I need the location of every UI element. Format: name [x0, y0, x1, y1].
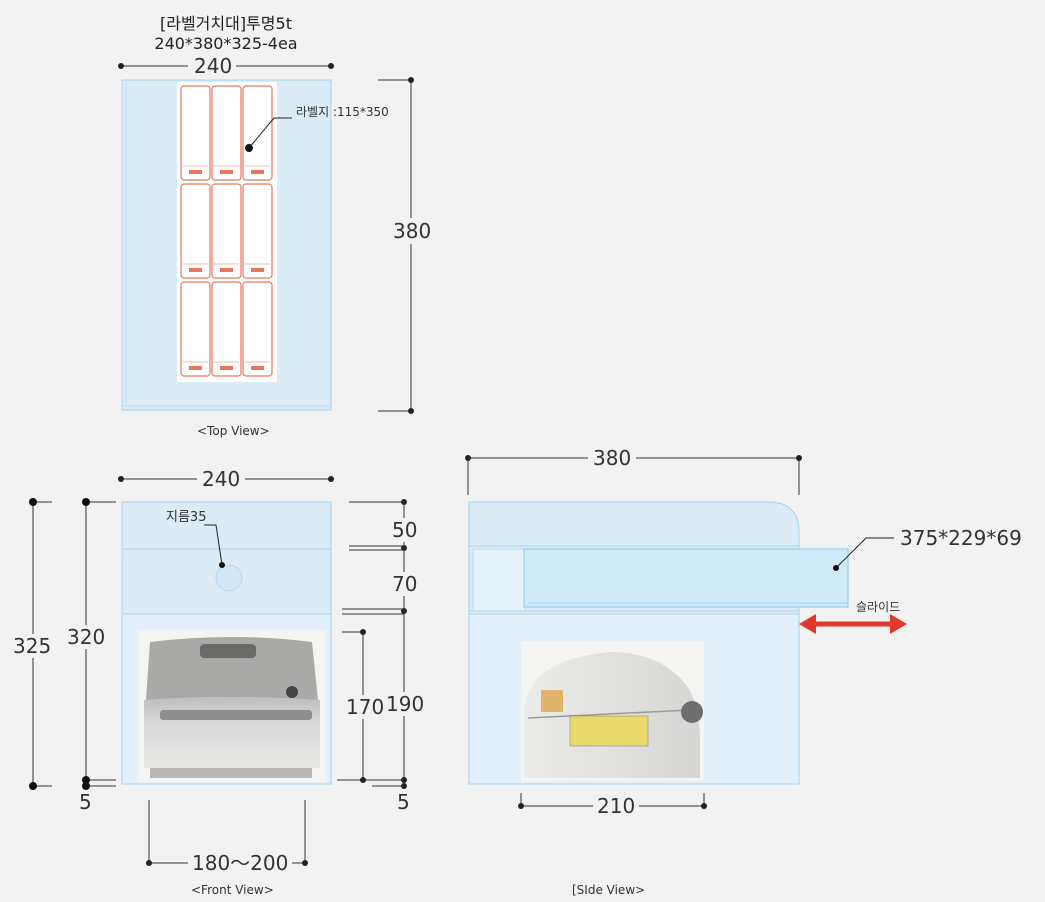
side-left-pocket	[472, 548, 526, 612]
product-title-line2: 240*380*325-4ea	[154, 34, 298, 53]
top-width-dim-dot-right	[328, 63, 334, 69]
upper-gap-label: 50	[392, 518, 418, 542]
printer-depth-dot-left	[518, 803, 524, 809]
label-cell-mark	[220, 268, 233, 272]
front-width-label: 240	[202, 467, 241, 491]
printer-side-image	[521, 641, 704, 781]
slide-tray	[523, 548, 849, 608]
hole-diameter-label: 지름35	[166, 510, 207, 525]
dim-5-left-dot	[82, 782, 90, 790]
printer-front-image	[138, 630, 326, 782]
top-height-dot-bottom	[408, 408, 414, 414]
top-height-dot-top	[408, 77, 414, 83]
inner-height-label: 320	[67, 625, 106, 649]
label-paper-leader	[248, 117, 292, 149]
dim-170-dot-bottom	[360, 777, 366, 783]
product-title: [라벨거치대]투명5t 240*380*325-4ea	[126, 14, 326, 54]
label-cell-mark	[189, 366, 202, 370]
front-view	[10, 467, 426, 875]
label-sheets	[177, 82, 277, 382]
label-cell-mark	[251, 268, 264, 272]
label-cell	[180, 281, 211, 377]
label-paper-leader-dot	[245, 144, 253, 152]
side-view	[465, 446, 907, 818]
printer-depth-label: 210	[597, 794, 636, 818]
front-hole	[215, 564, 243, 592]
dim-325-dot-top	[29, 498, 37, 506]
front-width-dot-left	[118, 476, 124, 482]
top-height-label: 380	[393, 219, 432, 243]
hole-leader	[204, 524, 223, 566]
top-width-dim-dot-left	[118, 63, 124, 69]
top-width-label: 240	[194, 54, 233, 78]
printer-width-label-bg	[188, 851, 292, 875]
dim-320-dot-bottom	[82, 776, 90, 784]
front-width-label-bg	[197, 467, 245, 491]
dim-5-right-dot	[401, 783, 407, 789]
side-view-caption: [SIde View>	[572, 883, 646, 897]
printer-width-label: 180～200	[192, 851, 289, 875]
product-title-line1: [라벨거치대]투명5t	[160, 14, 292, 33]
dim-320-label-bg	[64, 625, 110, 649]
tray-leader	[835, 537, 894, 569]
top-height-label-bg	[390, 218, 432, 244]
label-cell-mark	[251, 366, 264, 370]
label-paper-label: 라벨지 :115*350	[296, 105, 389, 119]
tray-leader-dot	[833, 565, 839, 571]
total-height-label: 325	[13, 634, 52, 658]
hole-leader-dot	[219, 562, 225, 568]
printer-depth-label-bg	[593, 794, 639, 818]
label-cell-mark	[251, 170, 264, 174]
label-cell	[180, 183, 211, 279]
bottom-left-label: 5	[79, 790, 92, 814]
dim-170-label-bg	[344, 695, 382, 719]
dim-50-label-bg	[388, 518, 422, 542]
side-depth-dot-left	[465, 455, 471, 461]
dim-190-dot-bottom	[401, 777, 407, 783]
label-cell	[211, 183, 242, 279]
middle-gap-label: 70	[392, 572, 418, 596]
label-cell	[242, 281, 273, 377]
top-view	[118, 54, 432, 414]
side-depth-dot-right	[796, 455, 802, 461]
label-cell	[242, 85, 273, 181]
label-cell	[242, 183, 273, 279]
printer-height-label: 170	[346, 695, 385, 719]
front-width-dot-right	[328, 476, 334, 482]
label-cell	[211, 85, 242, 181]
label-cell-mark	[189, 170, 202, 174]
dim-325-label-bg	[10, 634, 56, 658]
label-cell-mark	[220, 170, 233, 174]
bottom-right-label: 5	[397, 790, 410, 814]
dim-70-label-bg	[388, 572, 422, 596]
dim-190-label-bg	[384, 692, 426, 716]
printer-depth-dot-right	[701, 803, 707, 809]
printer-width-dot-right	[302, 860, 308, 866]
side-depth-label: 380	[593, 446, 632, 470]
tray-size-label: 375*229*69	[900, 526, 1022, 550]
lower-height-label: 190	[386, 692, 425, 716]
dim-320-dot-top	[82, 498, 90, 506]
slide-label: 슬라이드	[856, 600, 901, 614]
slide-arrow	[799, 614, 907, 634]
top-view-caption: <Top View>	[197, 424, 270, 438]
label-cell-mark	[220, 366, 233, 370]
label-cell	[180, 85, 211, 181]
front-view-caption: <Front View>	[191, 883, 274, 897]
dim-325-dot-bottom	[29, 782, 37, 790]
side-depth-label-bg	[588, 446, 636, 470]
printer-width-dot-left	[146, 860, 152, 866]
top-width-label-bg	[188, 54, 236, 78]
front-upper-box	[121, 501, 332, 615]
label-cell-mark	[189, 268, 202, 272]
label-cell	[211, 281, 242, 377]
